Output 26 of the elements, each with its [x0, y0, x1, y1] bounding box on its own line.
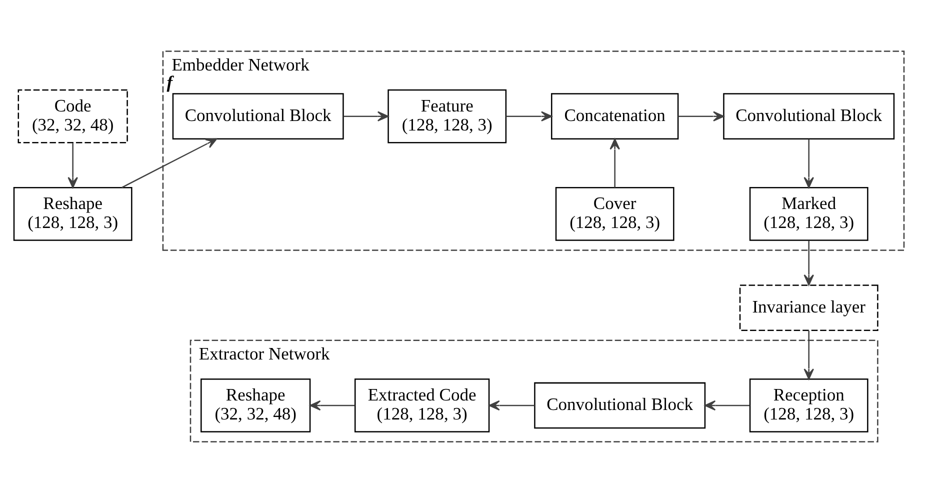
node-box: Convolutional Block [172, 93, 344, 140]
node-box: Code (32, 32, 48) [17, 89, 128, 144]
arrow [609, 138, 620, 188]
arrow [506, 111, 552, 122]
arrow [704, 400, 750, 411]
node-box: Concatenation [550, 93, 678, 140]
node-box: Cover (128, 128, 3) [554, 187, 674, 241]
arrow [67, 143, 78, 188]
node-box: Convolutional Block [722, 93, 894, 140]
arrow [121, 138, 217, 188]
arrow [678, 111, 724, 122]
node-box: Reshape (32, 32, 48) [200, 378, 310, 432]
arrow [309, 400, 354, 411]
node-box: Convolutional Block [534, 382, 706, 429]
arrow [803, 139, 814, 188]
node-label: f [166, 72, 172, 92]
arrow [488, 400, 534, 411]
arrow [803, 330, 814, 380]
arrow [342, 111, 388, 122]
node-box: Reception (128, 128, 3) [748, 378, 868, 432]
node-box: Extracted Code (128, 128, 3) [354, 378, 490, 432]
node-box: Reshape (128, 128, 3) [12, 187, 132, 241]
arrow [803, 240, 814, 286]
node-box: Marked (128, 128, 3) [748, 187, 868, 241]
node-box: Feature (128, 128, 3) [387, 89, 506, 144]
node-box: Invariance layer [738, 284, 878, 331]
